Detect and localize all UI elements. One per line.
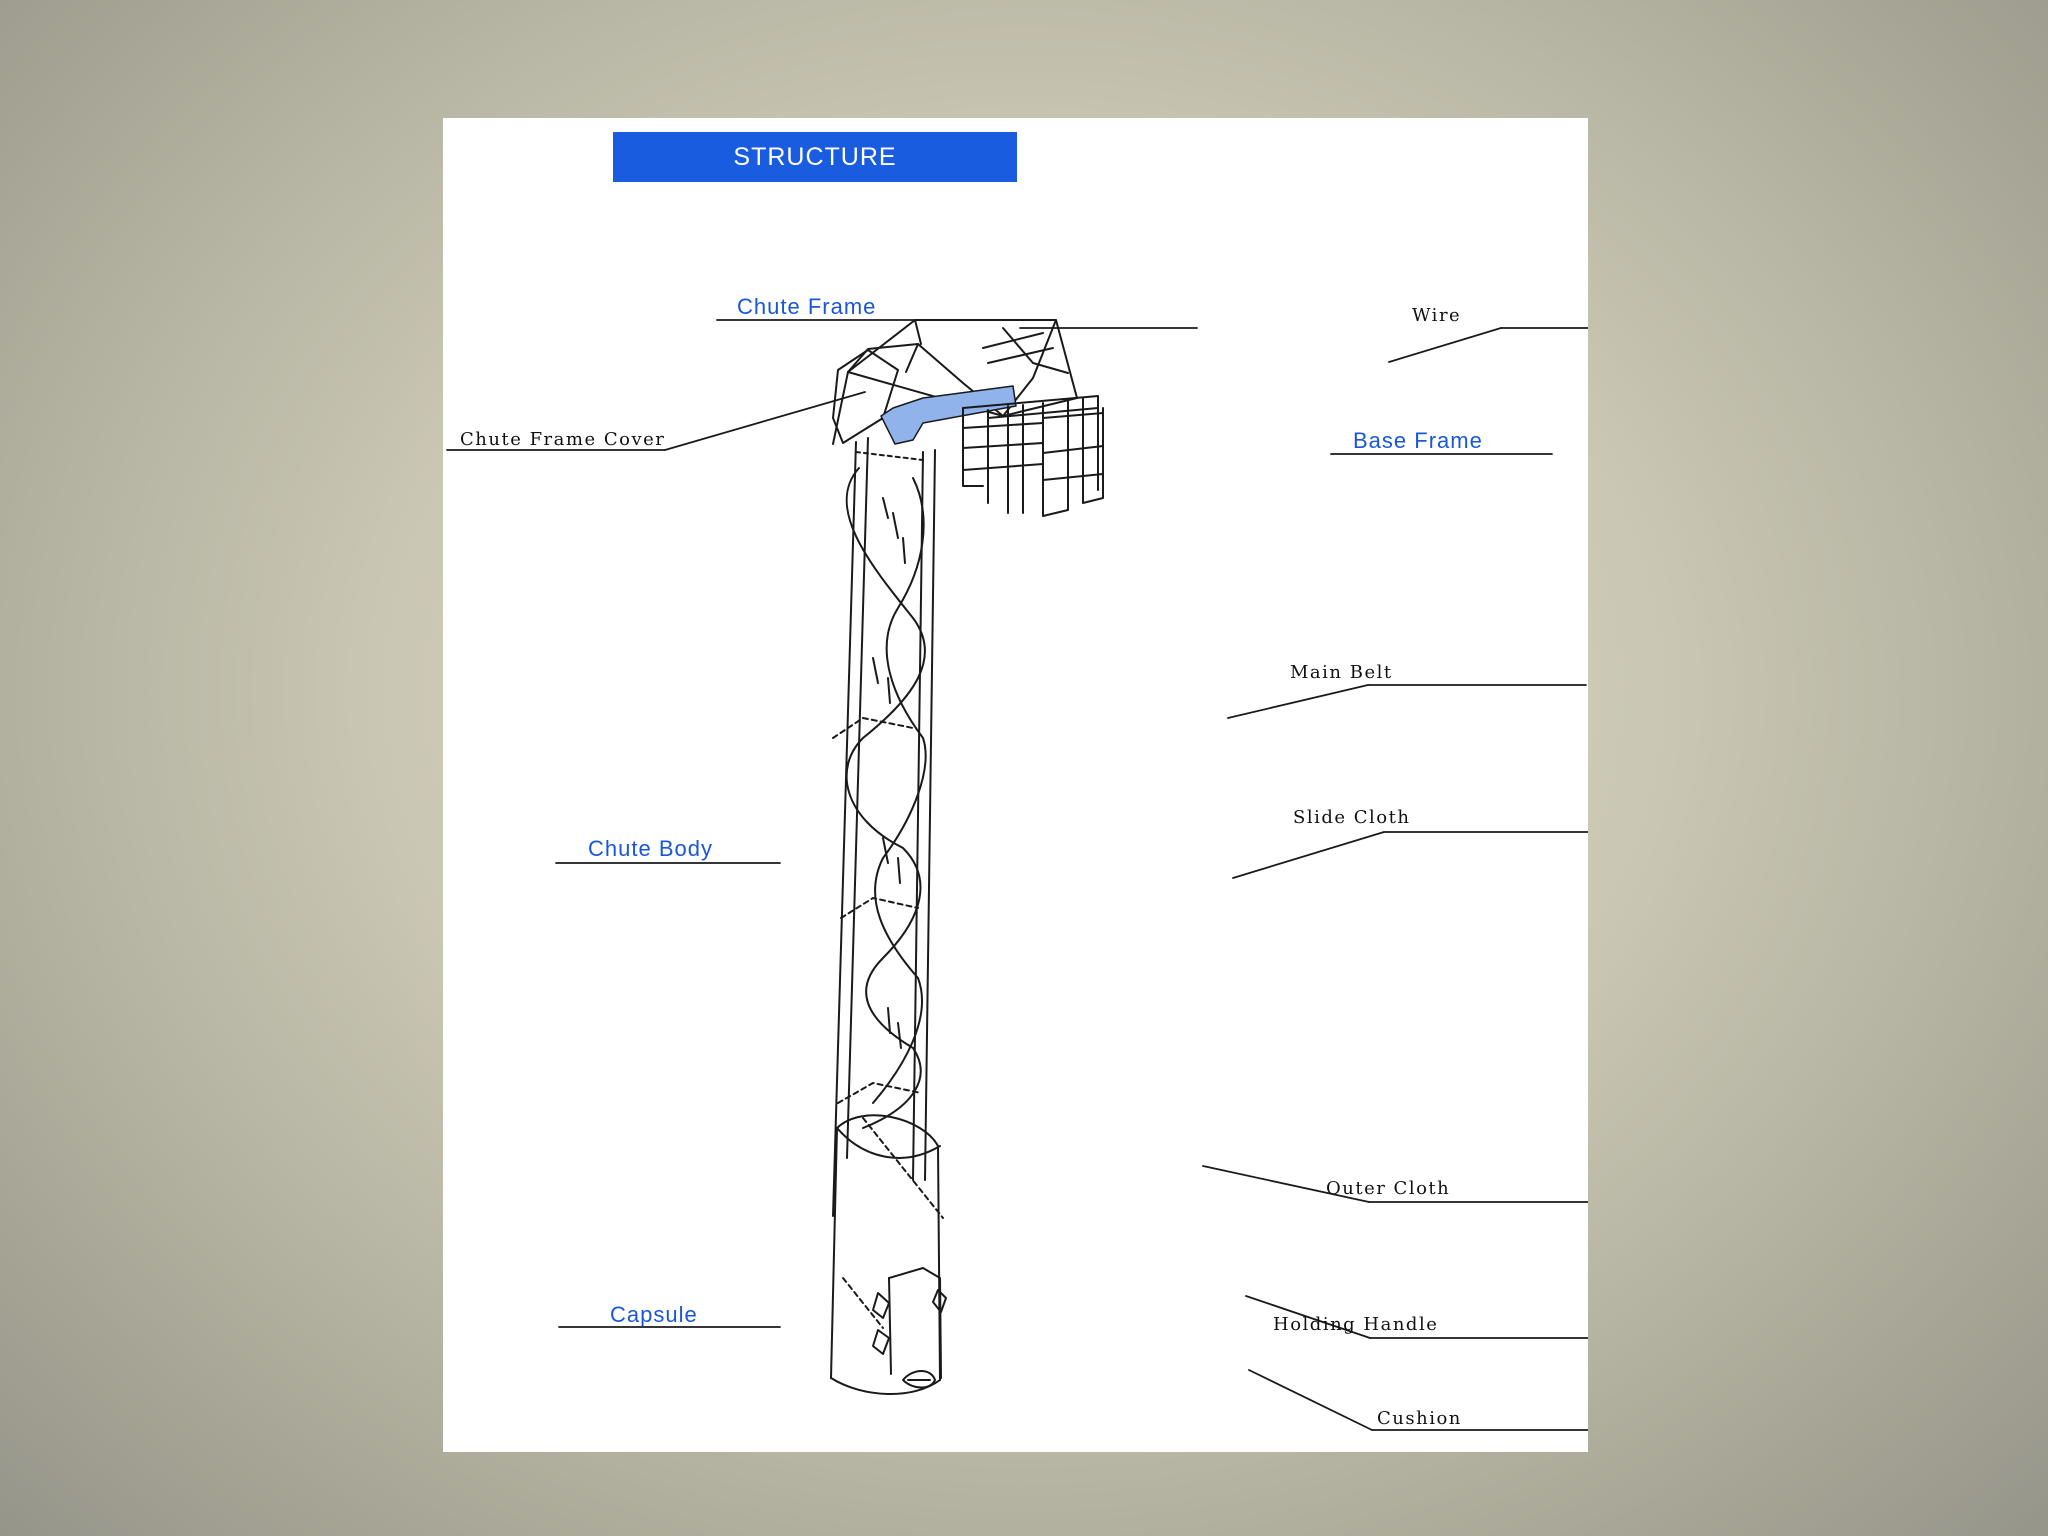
slide: STRUCTURE Chute Frame Wire Chute Frame C…	[443, 118, 1588, 1452]
label-slide-cloth: Slide Cloth	[1293, 807, 1411, 828]
chute-body	[832, 437, 936, 1217]
label-main-belt: Main Belt	[1290, 662, 1393, 683]
label-holding-handle: Holding Handle	[1273, 1314, 1439, 1335]
label-wire: Wire	[1412, 305, 1462, 326]
title-banner: STRUCTURE	[613, 132, 1017, 182]
base-frame	[962, 395, 1104, 517]
capsule	[830, 1267, 942, 1395]
slide-cloth-spiral	[832, 467, 927, 1129]
label-base-frame: Base Frame	[1353, 428, 1483, 453]
leader-lines	[446, 319, 1588, 1431]
label-chute-frame-cover: Chute Frame Cover	[460, 429, 666, 450]
chute-frame-plate	[880, 385, 1017, 445]
escape-chute-drawing	[446, 319, 1588, 1431]
outer-cloth	[830, 1114, 944, 1381]
label-chute-frame: Chute Frame	[737, 294, 877, 319]
label-outer-cloth: Outer Cloth	[1326, 1178, 1451, 1199]
holding-handles	[872, 1289, 947, 1355]
label-cushion: Cushion	[1377, 1408, 1462, 1429]
label-capsule: Capsule	[610, 1302, 698, 1327]
label-chute-body: Chute Body	[588, 836, 713, 861]
cushion	[902, 1370, 936, 1389]
